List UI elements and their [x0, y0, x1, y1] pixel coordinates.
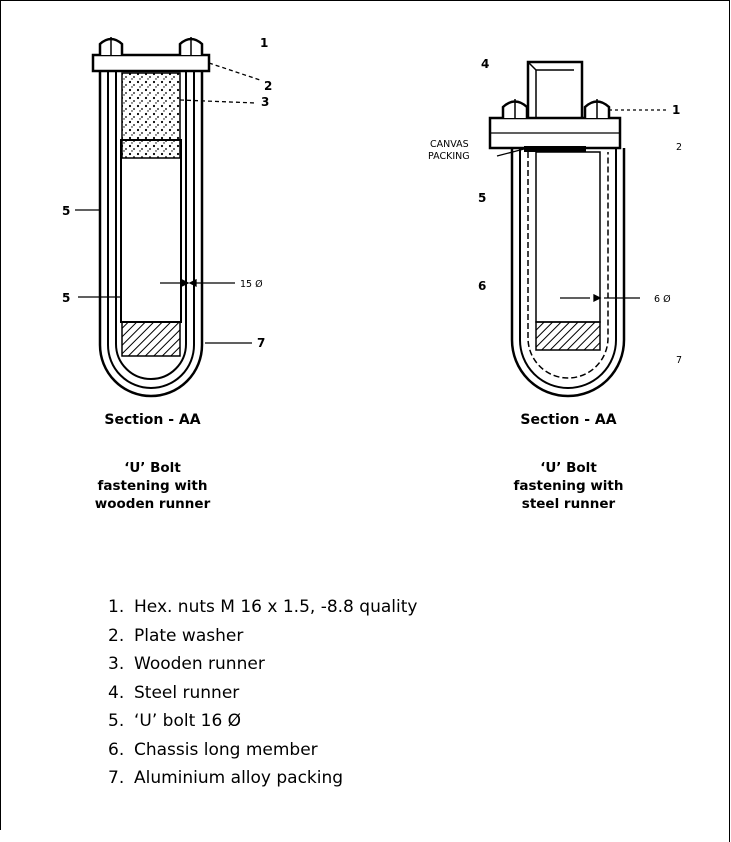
legend-item: 6.Chassis long member — [108, 739, 318, 760]
left-section-label: Section - AA — [104, 412, 201, 428]
left-leader-lines — [75, 62, 261, 344]
legend-item: 3.Wooden runner — [108, 654, 265, 674]
callout-6-right: 6 — [478, 279, 486, 293]
legend-item: 4.Steel runner — [108, 682, 240, 703]
figure-frame-left-edge — [0, 0, 1, 830]
legend-item: 7.Aluminium alloy packing — [108, 768, 344, 788]
left-callouts: 1 2 3 5 5 15 Ø 7 — [62, 36, 272, 350]
callout-7: 7 — [257, 336, 265, 350]
right-caption-line-3: steel runner — [521, 496, 616, 512]
right-callouts: 4 1 2 5 6 6 Ø 7 CANVAS PACKING — [428, 57, 682, 366]
right-leader-lines — [496, 109, 668, 303]
legend-item: 2.Plate washer — [108, 625, 244, 646]
callout-2-right: 2 — [676, 142, 682, 153]
parts-legend: 1.Hex. nuts M 16 x 1.5, -8.8 quality 2.P… — [108, 593, 417, 793]
callout-2: 2 — [264, 79, 272, 93]
callout-1-right: 1 — [672, 103, 680, 117]
left-u-bolt-drawing — [91, 37, 211, 398]
left-caption-line-1: ‘U’ Bolt — [124, 460, 181, 476]
legend-item: 1.Hex. nuts M 16 x 1.5, -8.8 quality — [108, 597, 418, 617]
right-caption: ‘U’ Bolt fastening with steel runner — [486, 459, 651, 513]
callout-7-right: 7 — [676, 355, 682, 366]
callout-5b: 5 — [62, 291, 70, 305]
callout-4: 4 — [481, 57, 489, 71]
left-caption-line-2: fastening with — [97, 478, 208, 494]
callout-3: 3 — [261, 95, 269, 109]
right-section-label: Section - AA — [520, 412, 617, 428]
left-caption-line-3: wooden runner — [94, 496, 211, 512]
callout-5a: 5 — [62, 204, 70, 218]
right-caption-line-2: fastening with — [513, 478, 624, 494]
callout-15-dia: 15 Ø — [240, 279, 263, 290]
legend-item: 5.‘U’ bolt 16 Ø — [108, 711, 242, 731]
right-caption-line-1: ‘U’ Bolt — [540, 460, 597, 476]
callout-6-dia: 6 Ø — [654, 294, 671, 305]
canvas-label-line-2: PACKING — [428, 151, 470, 162]
callout-5-right: 5 — [478, 191, 486, 205]
left-caption: ‘U’ Bolt fastening with wooden runner — [70, 459, 235, 513]
right-u-bolt-drawing — [488, 60, 626, 398]
callout-1: 1 — [260, 36, 268, 50]
canvas-label-line-1: CANVAS — [430, 139, 469, 150]
